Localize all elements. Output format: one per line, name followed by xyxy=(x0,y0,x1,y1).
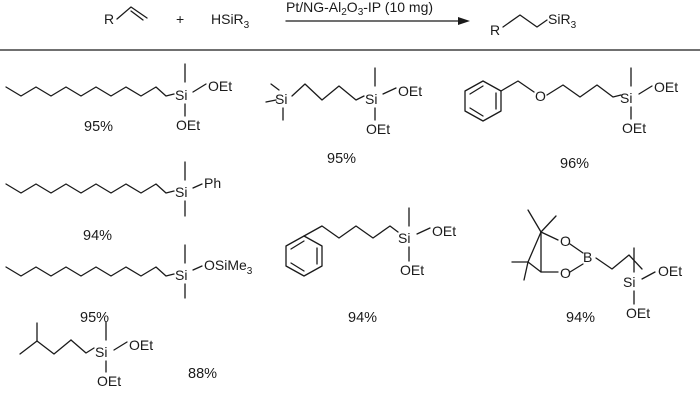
product-phenylpropyl-diethoxymethylsilane: Si OEt OEt 94% xyxy=(285,207,456,326)
oet-group: OEt xyxy=(658,263,682,279)
oet-group: OEt xyxy=(432,223,456,239)
yield-label: 94% xyxy=(348,310,377,326)
oet-group: OEt xyxy=(626,305,650,321)
reactant-r-label: R xyxy=(104,11,114,27)
si-atom: Si xyxy=(620,90,632,106)
oet-group: OEt xyxy=(208,78,232,94)
si-atom: Si xyxy=(95,344,107,360)
si-atom: Si xyxy=(275,91,287,107)
yield-label: 95% xyxy=(327,151,356,167)
oet-group: OEt xyxy=(398,83,422,99)
yield-label: 94% xyxy=(566,310,595,326)
oxygen-atom: O xyxy=(560,233,571,249)
oet-group: OEt xyxy=(622,120,646,136)
oet-group: OEt xyxy=(97,373,121,389)
product-benzyloxypropyl-diethoxymethylsilane: O Si OEt OEt 96% xyxy=(464,67,678,172)
product-bpin-ethyl-diethoxymethylsilane: O O B Si OEt OEt 94% xyxy=(511,209,682,326)
si-atom: Si xyxy=(365,91,377,107)
product-isopentyl-diethoxymethylsilane: Si OEt OEt 88% xyxy=(19,321,217,389)
product-octyl-dimethylphenylsilane: Si Ph 94% xyxy=(5,161,221,244)
yield-label: 95% xyxy=(84,119,113,135)
yield-label: 88% xyxy=(188,366,217,382)
trimethylsiloxy-group: OSiMe3 xyxy=(204,257,253,277)
si-atom: Si xyxy=(623,274,635,290)
si-atom: Si xyxy=(175,87,187,103)
oet-group: OEt xyxy=(129,337,153,353)
yield-label: 96% xyxy=(560,156,589,172)
reaction-equation: R + HSiR3 Pt/NG-Al2O3-IP (10 mg) R SiR3 xyxy=(104,0,577,38)
product-octyl-dimethyl-trimethylsiloxysilane: Si OSiMe3 95% xyxy=(5,244,253,326)
si-atom: Si xyxy=(175,184,187,200)
phenyl-group: Ph xyxy=(204,175,221,191)
si-atom: Si xyxy=(398,230,410,246)
oet-group: OEt xyxy=(366,121,390,137)
product-tms-propyl-diethoxymethylsilane: Si Si OEt OEt 95% xyxy=(265,67,422,167)
plus-sign: + xyxy=(176,11,184,27)
boron-atom: B xyxy=(583,249,592,265)
product-silyl-label: SiR3 xyxy=(548,11,577,31)
oxygen-atom: O xyxy=(535,88,546,104)
oet-group: OEt xyxy=(654,79,678,95)
oet-group: OEt xyxy=(176,117,200,133)
oxygen-atom: O xyxy=(560,265,571,281)
oet-group: OEt xyxy=(400,262,424,278)
silane-reagent: HSiR3 xyxy=(211,11,250,31)
reaction-arrow xyxy=(285,17,470,25)
alkene-reactant: R xyxy=(104,6,148,27)
si-atom: Si xyxy=(175,267,187,283)
product-octyl-diethoxymethylsilane: Si OEt OEt 95% xyxy=(5,63,232,135)
catalyst-label: Pt/NG-Al2O3-IP (10 mg) xyxy=(286,0,433,18)
yield-label: 94% xyxy=(83,228,112,244)
product-r-label: R xyxy=(490,22,500,38)
product-general: R SiR3 xyxy=(490,11,577,38)
yield-label: 95% xyxy=(80,310,109,326)
